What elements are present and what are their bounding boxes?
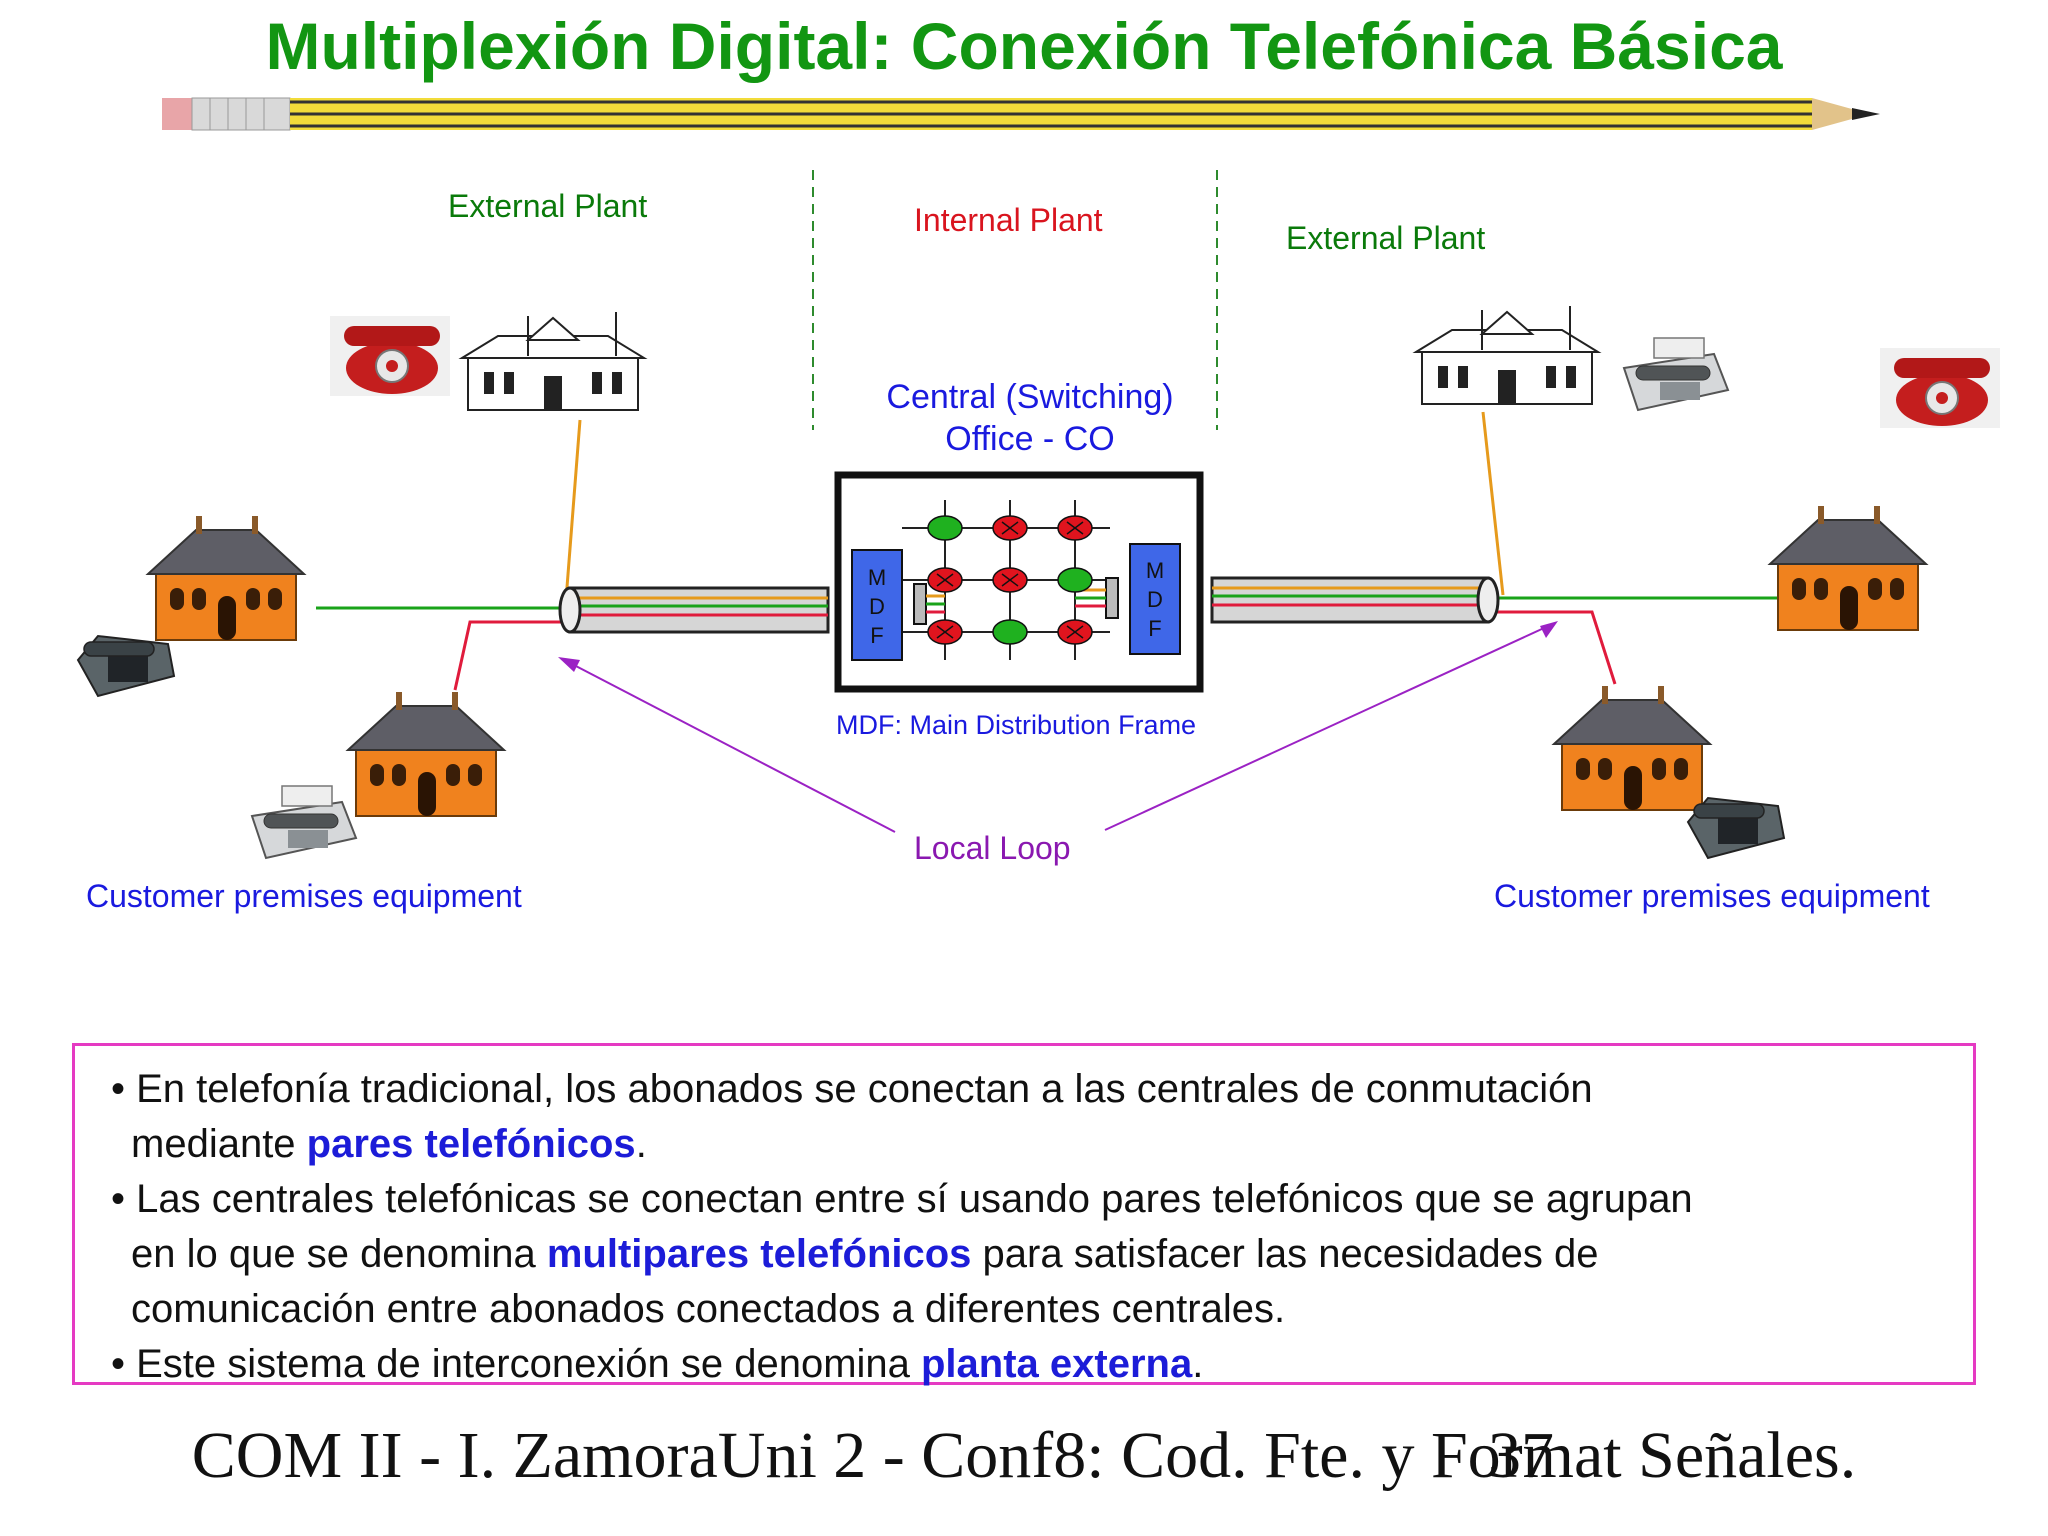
highlight-pares: pares telefónicos bbox=[306, 1122, 636, 1166]
fax-machine-icon bbox=[1623, 337, 1729, 411]
mdf-caption: MDF: Main Distribution Frame bbox=[836, 710, 1197, 740]
bullet-2-continuation: en lo que se denomina multipares telefón… bbox=[111, 1227, 1937, 1282]
local-loop-arrows bbox=[558, 621, 1558, 833]
external-plant-right-label: External Plant bbox=[1286, 220, 1486, 256]
bullet-1-continuation: mediante pares telefónicos. bbox=[111, 1117, 1937, 1172]
mdf-right-f: F bbox=[1148, 616, 1161, 641]
cable-left bbox=[558, 586, 830, 634]
slide-title: Multiplexión Digital: Conexión Telefónic… bbox=[265, 9, 1783, 83]
highlight-planta-externa: planta externa bbox=[921, 1342, 1193, 1386]
pencil-divider bbox=[162, 97, 1880, 131]
external-plant-left-label: External Plant bbox=[448, 188, 648, 224]
mdf-left-f: F bbox=[870, 623, 883, 648]
local-loop-label: Local Loop bbox=[914, 830, 1071, 866]
internal-plant-label: Internal Plant bbox=[914, 202, 1103, 238]
central-office-label: Central (Switching) Office - CO bbox=[860, 376, 1200, 460]
bullet-2: • Las centrales telefónicas se conectan … bbox=[111, 1177, 1693, 1221]
mdf-left-m: M bbox=[868, 565, 886, 590]
house-sketch-icon bbox=[1415, 305, 1599, 405]
crosspoint-on bbox=[992, 619, 1028, 645]
house-orange-icon bbox=[347, 691, 505, 817]
bullet-3-text: • Este sistema de interconexión se denom… bbox=[111, 1342, 921, 1386]
mdf-left-d: D bbox=[869, 594, 885, 619]
bullet-3: • Este sistema de interconexión se denom… bbox=[111, 1337, 1937, 1392]
house-orange-icon bbox=[147, 515, 305, 641]
rotary-phone-icon bbox=[1879, 347, 2001, 429]
mdf-right-m: M bbox=[1146, 558, 1164, 583]
crosspoint-off bbox=[1057, 619, 1093, 645]
bullet-2-text: en lo que se denomina bbox=[131, 1232, 547, 1276]
central-office-line1: Central (Switching) bbox=[886, 378, 1174, 416]
bullet-2-tail: para satisfacer las necesidades de bbox=[971, 1232, 1599, 1276]
crosspoint-off bbox=[927, 567, 963, 593]
local-wires-left bbox=[316, 419, 582, 691]
desk-phone-icon bbox=[77, 635, 175, 697]
central-office-switch: M D F M D F bbox=[834, 471, 1204, 693]
crosspoint-off bbox=[992, 515, 1028, 541]
mdf-left bbox=[851, 549, 903, 661]
house-orange-icon bbox=[1553, 685, 1711, 811]
explanation-box: • En telefonía tradicional, los abonados… bbox=[72, 1043, 1976, 1386]
crosspoint-on bbox=[927, 515, 963, 541]
crosspoint-on bbox=[1057, 567, 1093, 593]
cpe-left-label: Customer premises equipment bbox=[86, 878, 522, 914]
footer-text: COM II - I. ZamoraUni 2 - Conf8: Cod. Ft… bbox=[191, 1419, 1857, 1492]
page-number: 37 bbox=[1488, 1419, 1554, 1492]
desk-phone-icon bbox=[1687, 797, 1785, 859]
fax-machine-icon bbox=[251, 785, 357, 859]
bullet-1-end: . bbox=[635, 1122, 647, 1166]
local-wires-right bbox=[1481, 411, 1778, 685]
crosspoint-off bbox=[927, 619, 963, 645]
crosspoint-off bbox=[1057, 515, 1093, 541]
bullet-1: • En telefonía tradicional, los abonados… bbox=[111, 1067, 1593, 1111]
rotary-phone-icon bbox=[329, 315, 451, 397]
highlight-multipares: multipares telefónicos bbox=[546, 1232, 972, 1276]
house-sketch-icon bbox=[461, 311, 645, 411]
crosspoint-off bbox=[992, 567, 1028, 593]
network-diagram: M D F M D F bbox=[77, 97, 2001, 859]
bullet-3-end: . bbox=[1192, 1342, 1204, 1386]
central-office-line2: Office - CO bbox=[945, 420, 1115, 458]
bullet-1-text: mediante bbox=[131, 1122, 307, 1166]
cable-right bbox=[1210, 576, 1500, 624]
cpe-right-label: Customer premises equipment bbox=[1494, 878, 1930, 914]
bullet-2-continuation-2: comunicación entre abonados conectados a… bbox=[131, 1287, 1286, 1331]
mdf-right-d: D bbox=[1147, 587, 1163, 612]
mdf-right bbox=[1129, 543, 1181, 655]
house-orange-icon bbox=[1769, 505, 1927, 631]
